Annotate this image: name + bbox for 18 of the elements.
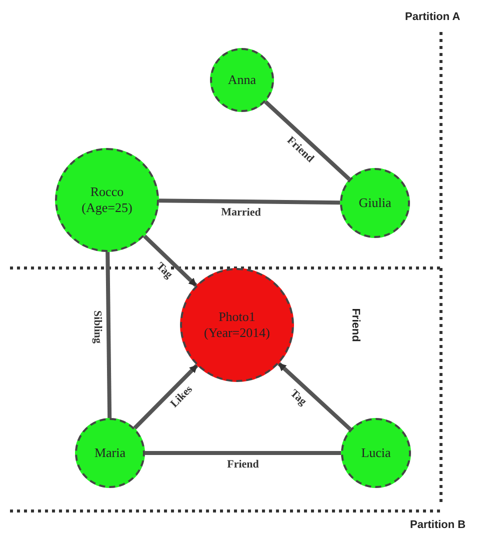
edge-line bbox=[158, 198, 340, 205]
edge-label: Sibling bbox=[90, 308, 102, 346]
edge-line bbox=[133, 364, 198, 430]
node-label: Giulia bbox=[358, 194, 392, 212]
edge-line bbox=[264, 100, 351, 181]
node-label: Rocco (Age=25) bbox=[80, 184, 134, 216]
edge-line bbox=[278, 362, 352, 431]
rotated-note: Friend bbox=[350, 308, 360, 342]
edge-line bbox=[145, 451, 341, 455]
edge-line bbox=[143, 234, 198, 287]
edge-line bbox=[106, 252, 112, 418]
node-label: Photo1 (Year=2014) bbox=[203, 308, 271, 342]
partition-label: Partition A bbox=[405, 12, 460, 23]
node-label: Anna bbox=[226, 72, 258, 88]
partition-label: Partition B bbox=[410, 520, 466, 531]
edge-label: Friend bbox=[225, 460, 261, 470]
node-label: Maria bbox=[93, 444, 127, 462]
node-label: Lucia bbox=[360, 444, 392, 462]
